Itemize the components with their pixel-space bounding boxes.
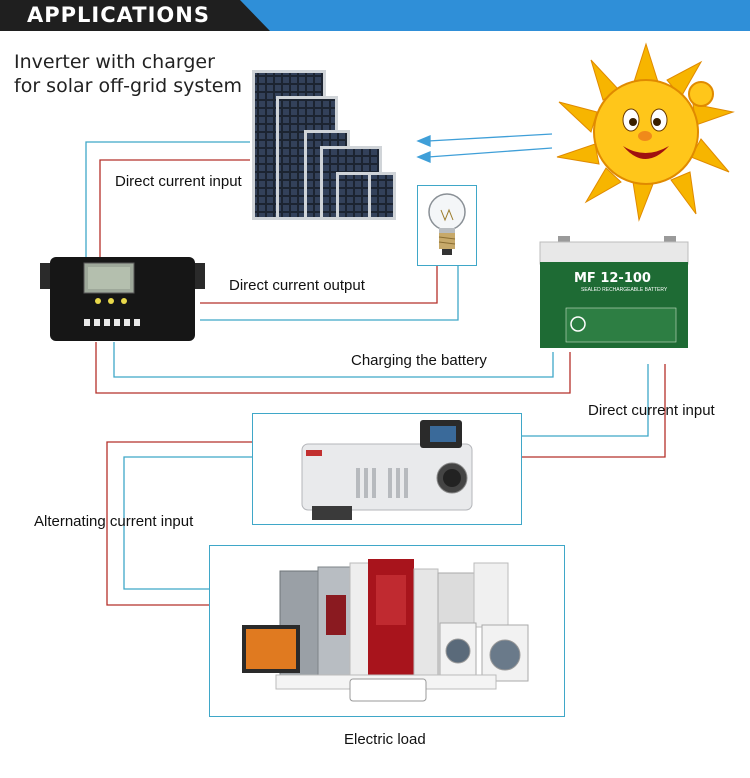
solar-panel-icon <box>252 70 396 220</box>
wire-bulb-red <box>200 266 438 304</box>
sun-icon <box>556 42 735 222</box>
wire-solar-red <box>99 159 250 262</box>
heading-line-1: Inverter with charger <box>14 51 215 73</box>
charge-controller-icon <box>40 257 205 341</box>
header-banner <box>0 0 750 31</box>
wire-battery-inverter-blue <box>522 364 649 437</box>
label-electric-load: Electric load <box>344 731 426 748</box>
appliances-icon <box>242 559 529 702</box>
battery-subtitle: SEALED RECHARGEABLE BATTERY <box>581 287 668 293</box>
wire-ac-blue <box>123 456 252 590</box>
label-ac-input: Alternating current input <box>34 513 194 530</box>
battery-model: MF 12-100 <box>574 271 651 286</box>
inverter-icon <box>301 420 473 520</box>
wire-bulb-blue <box>200 266 459 321</box>
label-dc-input-top: Direct current input <box>115 173 242 190</box>
banner-title: APPLICATIONS <box>27 3 210 27</box>
wire-battery-inverter-red <box>522 364 666 458</box>
sunlight-arrows <box>416 133 553 163</box>
wire-battery-red <box>95 342 571 394</box>
page-heading: Inverter with charger for solar off-grid… <box>14 50 242 98</box>
bulb-box <box>417 185 477 266</box>
inverter-box <box>252 413 522 525</box>
wire-ac-red <box>106 441 252 606</box>
light-bulb-icon <box>428 193 466 255</box>
battery-icon <box>539 236 689 348</box>
wire-solar-blue <box>85 141 250 262</box>
label-charging-battery: Charging the battery <box>351 352 487 369</box>
label-dc-input-right: Direct current input <box>588 402 715 419</box>
heading-line-2: for solar off-grid system <box>14 75 242 97</box>
load-box <box>209 545 565 717</box>
wire-battery-blue <box>113 342 554 378</box>
label-dc-output: Direct current output <box>229 277 365 294</box>
